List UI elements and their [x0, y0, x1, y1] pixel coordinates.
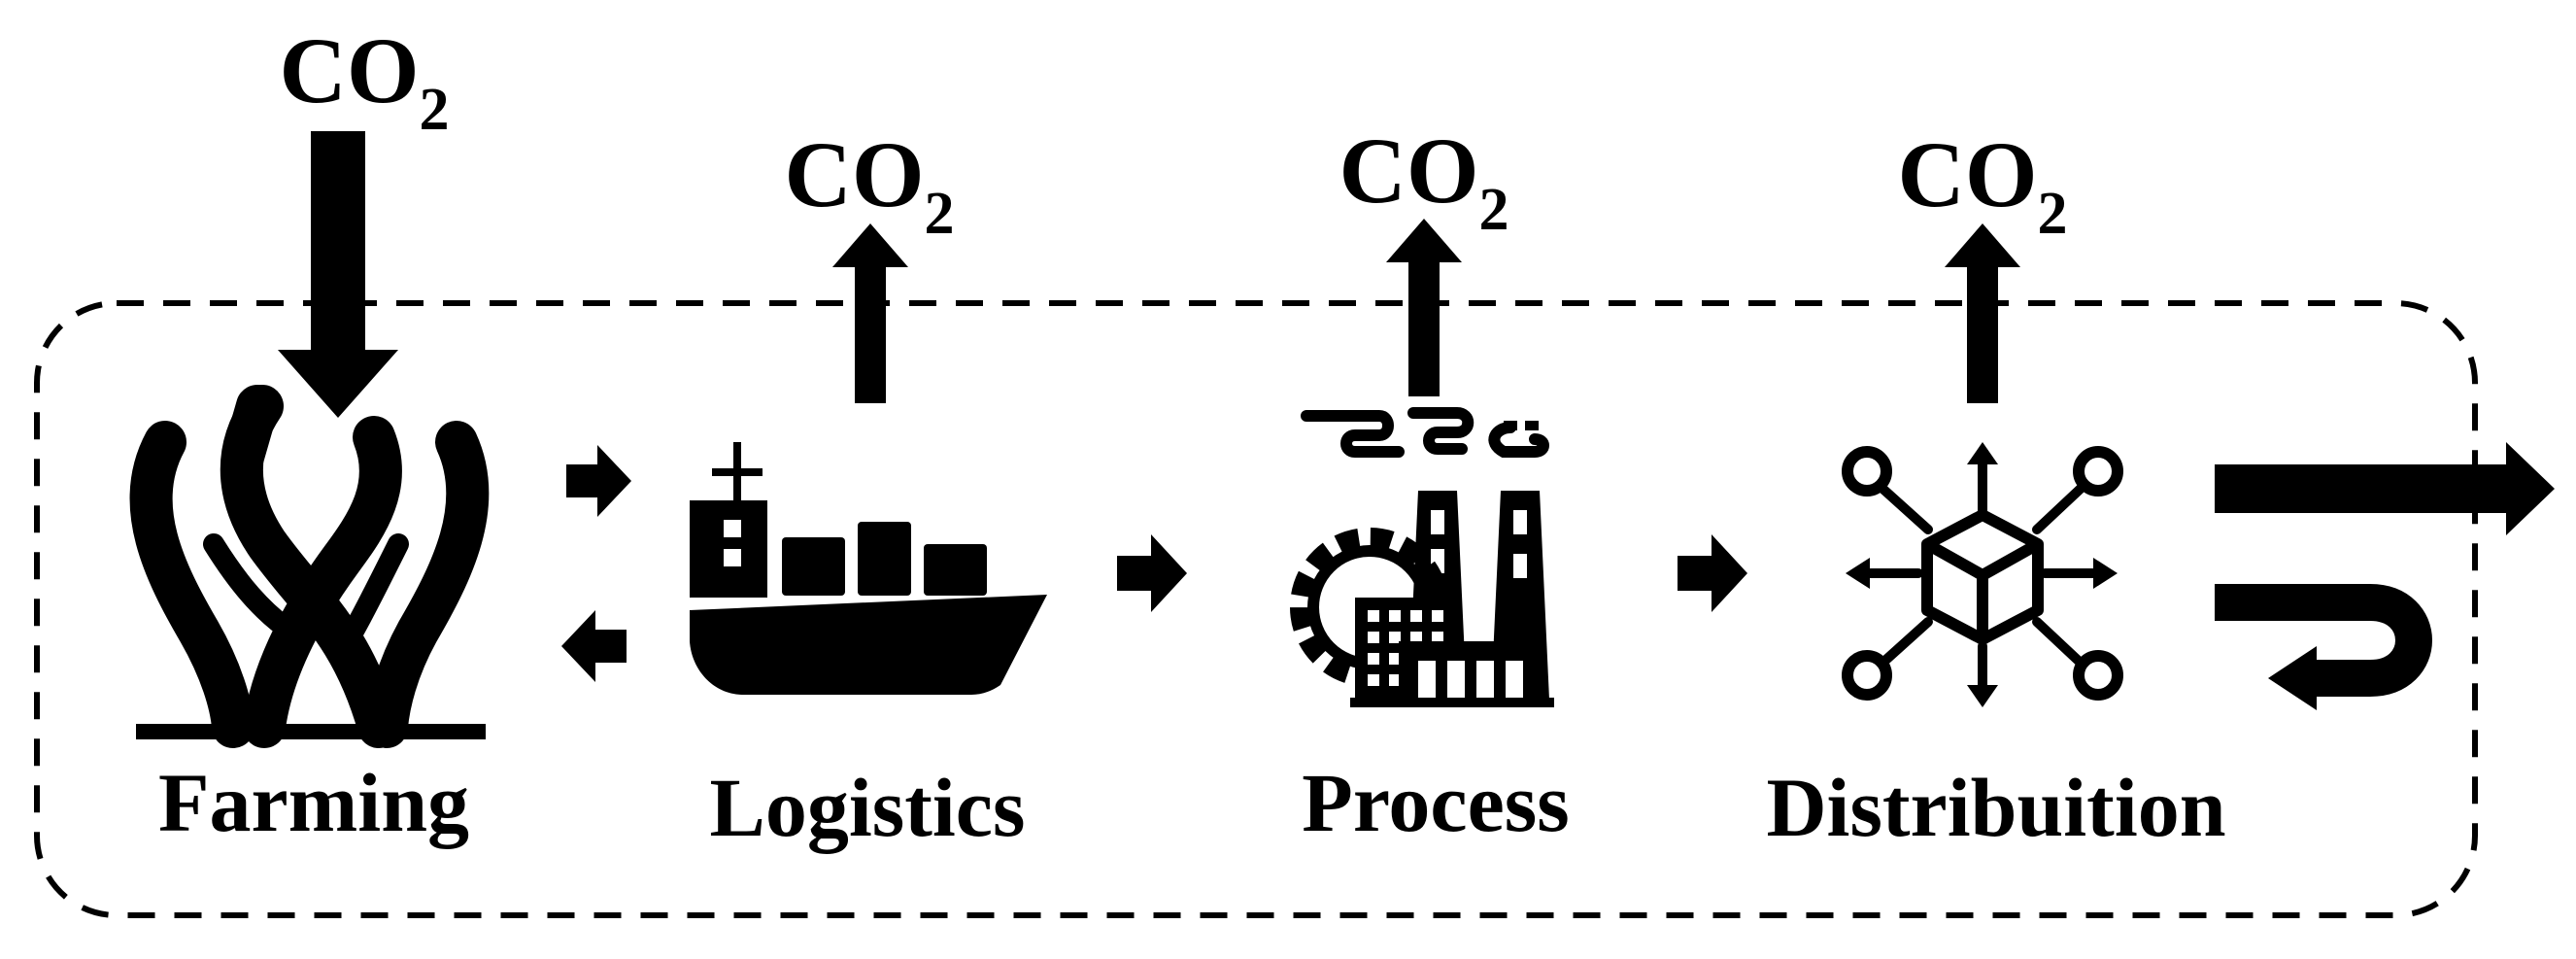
- co2-emission-arrow-distribution: [1945, 223, 2020, 403]
- co2-emission-arrow-process: [1386, 219, 1462, 396]
- co2-main: CO: [1339, 119, 1479, 223]
- co2-sub: 2: [2038, 181, 2068, 247]
- co2-emission-arrow-logistics: [832, 223, 908, 403]
- co2-main: CO: [280, 18, 420, 122]
- stage-label-distribution: Distribuition: [1766, 761, 2225, 854]
- co2-main: CO: [1898, 122, 2038, 226]
- flow-arrow-logistics-to-farming: [561, 610, 627, 682]
- co2-sub: 2: [1479, 177, 1509, 243]
- flow-arrow-exit: [2215, 442, 2555, 535]
- co2-sub: 2: [925, 181, 955, 247]
- co2-main: CO: [785, 122, 925, 226]
- stage-label-farming: Farming: [158, 756, 469, 849]
- co2-absorption-arrow: [278, 131, 398, 418]
- co2-sub: 2: [420, 77, 450, 143]
- flow-arrow-logistics-to-process: [1117, 534, 1187, 612]
- system-boundary: [34, 300, 2478, 918]
- distribution-network-icon: [1842, 442, 2123, 707]
- factory-icon: [1290, 407, 1554, 707]
- co2-label-distribution: CO2: [1898, 122, 2068, 247]
- stage-label-process: Process: [1302, 756, 1569, 849]
- seaweed-icon: [129, 385, 490, 748]
- co2-label-logistics: CO2: [785, 122, 955, 247]
- co2-label-process: CO2: [1339, 119, 1509, 243]
- flow-arrow-process-to-distribution: [1678, 534, 1747, 612]
- flow-arrow-return-loop: [2215, 584, 2432, 710]
- flow-arrow-farming-to-logistics: [566, 445, 631, 517]
- cargo-ship-icon: [690, 442, 1047, 695]
- co2-label-farming: CO2: [280, 18, 450, 143]
- stage-label-logistics: Logistics: [710, 761, 1026, 854]
